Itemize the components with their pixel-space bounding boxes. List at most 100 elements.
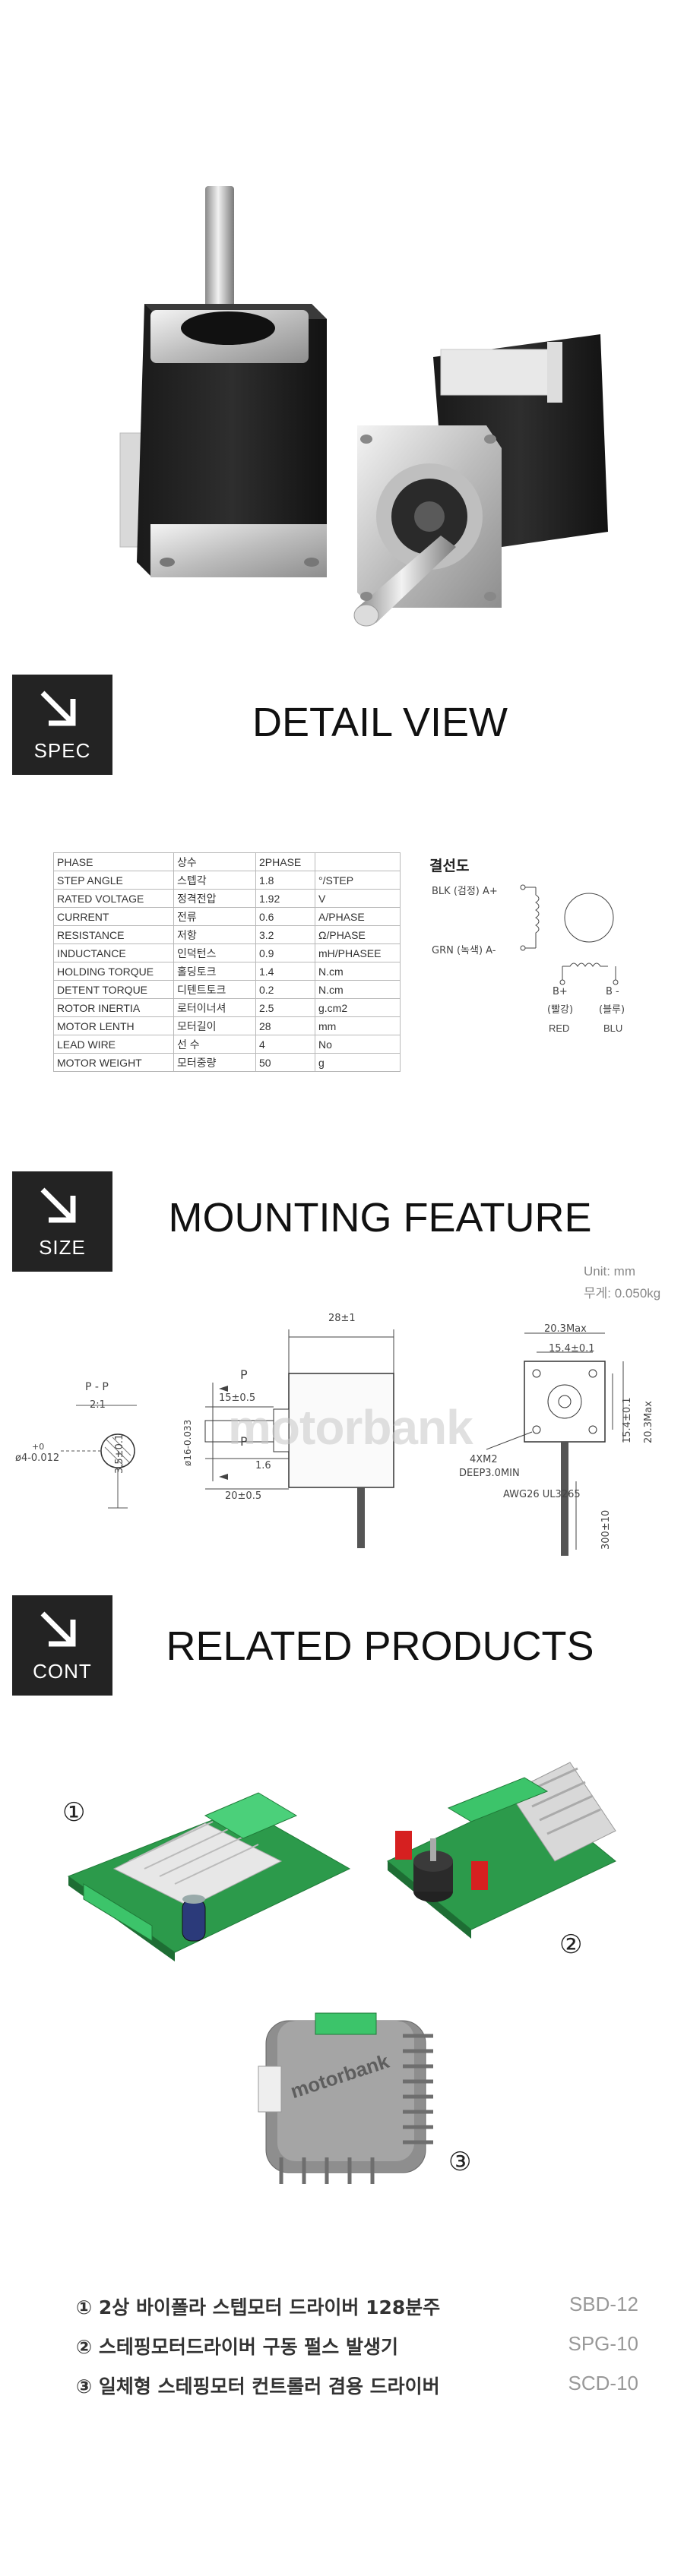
product-image-scd-10 — [258, 2012, 433, 2184]
wiring-blk-label: BLK (검정) A+ — [432, 886, 498, 897]
product-list-item[interactable]: ② 스테핑모터드라이버 구동 펄스 발생기 SPG-10 — [76, 2332, 638, 2359]
spec-cell: 1.92 — [255, 889, 315, 908]
spec-cell: 전류 — [173, 907, 256, 926]
spec-cell: CURRENT — [53, 907, 174, 926]
dim-300: 300±10 — [600, 1509, 612, 1550]
spec-cell: DETENT TORQUE — [53, 980, 174, 999]
spec-cell: ROTOR INERTIA — [53, 998, 174, 1017]
spec-cell: N.cm — [315, 980, 401, 999]
product-label-1: ① — [62, 1797, 86, 1828]
size-badge: SIZE — [12, 1171, 112, 1272]
spec-cell: 디텐트토크 — [173, 980, 256, 999]
wiring-grn-label: GRN (녹색) A- — [432, 945, 496, 956]
product-name: ① 2상 바이폴라 스텝모터 드라이버 128분주 — [76, 2296, 441, 2318]
weight-label: 무게: 0.050kg — [584, 1286, 661, 1301]
spec-cell: 상수 — [173, 852, 256, 871]
cont-badge: CONT — [12, 1595, 112, 1696]
deep-label: DEEP3.0MIN — [459, 1468, 520, 1479]
spec-cell: g.cm2 — [315, 998, 401, 1017]
spec-cell: 28 — [255, 1016, 315, 1035]
spec-cell: 50 — [255, 1053, 315, 1072]
spec-cell: 스텝각 — [173, 871, 256, 890]
spec-cell: RATED VOLTAGE — [53, 889, 174, 908]
spec-cell: mm — [315, 1016, 401, 1035]
shaft-diameter: ø4-0.012 — [15, 1452, 60, 1464]
wiring-title: 결선도 — [429, 858, 470, 874]
dim-15: 15±0.5 — [219, 1392, 256, 1404]
spec-cell: Ω/PHASE — [315, 925, 401, 944]
spec-cell: RESISTANCE — [53, 925, 174, 944]
spec-cell: 4 — [255, 1035, 315, 1054]
spec-cell: A/PHASE — [315, 907, 401, 926]
wiring-b-plus-kr: (빨강) — [547, 1004, 574, 1016]
spec-cell: 2.5 — [255, 998, 315, 1017]
spec-cell: 0.9 — [255, 943, 315, 962]
spec-cell — [315, 852, 401, 871]
spec-cell: STEP ANGLE — [53, 871, 174, 890]
cont-badge-label: CONT — [33, 1660, 92, 1683]
product-code: SPG-10 — [568, 2332, 639, 2355]
spec-cell: mH/PHASEE — [315, 943, 401, 962]
product-name: ③ 일체형 스테핑모터 컨트롤러 겸용 드라이버 — [76, 2375, 440, 2397]
dim-p-top: P — [240, 1367, 248, 1382]
dim-16: ø16-0.033 — [182, 1419, 193, 1466]
dim-28: 28±1 — [328, 1313, 356, 1324]
spec-cell: 선 수 — [173, 1035, 256, 1054]
spec-cell: 3.2 — [255, 925, 315, 944]
product-label-2: ② — [559, 1930, 583, 1960]
spec-cell: No — [315, 1035, 401, 1054]
product-list-item[interactable]: ③ 일체형 스테핑모터 컨트롤러 겸용 드라이버 SCD-10 — [76, 2372, 638, 2399]
dim-p-bottom: P — [240, 1434, 248, 1449]
pp-scale: 2:1 — [90, 1399, 106, 1411]
motor-photo — [119, 186, 608, 627]
wiring-b-minus-kr: (블루) — [599, 1004, 625, 1016]
spec-cell: LEAD WIRE — [53, 1035, 174, 1054]
spec-cell: 정격전압 — [173, 889, 256, 908]
spec-cell: N.cm — [315, 962, 401, 981]
arrow-down-right-icon — [40, 691, 76, 726]
wire-label: AWG26 UL3265 — [503, 1489, 581, 1500]
spec-cell: V — [315, 889, 401, 908]
arrow-down-right-icon — [40, 1611, 76, 1647]
watermark: motorbank — [228, 1400, 473, 1455]
product-code: SCD-10 — [568, 2372, 638, 2394]
wiring-red: RED — [549, 1022, 570, 1034]
dim-3-5: 3.5±0.1 — [114, 1433, 125, 1474]
spec-cell: MOTOR WEIGHT — [53, 1053, 174, 1072]
mounting-feature-title: MOUNTING FEATURE — [168, 1195, 592, 1241]
product-list-item[interactable]: ① 2상 바이폴라 스텝모터 드라이버 128분주 SBD-12 — [76, 2293, 638, 2320]
pp-label: P - P — [85, 1381, 109, 1393]
spec-cell: 모터길이 — [173, 1016, 256, 1035]
unit-label: Unit: mm — [584, 1264, 635, 1279]
spec-cell: PHASE — [53, 852, 174, 871]
spec-cell: °/STEP — [315, 871, 401, 890]
wiring-diagram — [520, 884, 619, 985]
product-image-spg-10 — [387, 1762, 616, 1939]
product-name: ② 스테핑모터드라이버 구동 펄스 발생기 — [76, 2336, 398, 2358]
dim-20-3-top: 20.3Max — [544, 1323, 587, 1335]
spec-cell: 1.8 — [255, 871, 315, 890]
detail-view-title: DETAIL VIEW — [252, 700, 508, 745]
product-code: SBD-12 — [568, 2293, 638, 2315]
dim-15-4-side: 15.4±0.1 — [622, 1397, 633, 1443]
spec-cell: 로터이너셔 — [173, 998, 256, 1017]
shaft-tol: +0 — [32, 1442, 45, 1452]
spec-cell: 0.2 — [255, 980, 315, 999]
spec-badge-label: SPEC — [33, 739, 91, 762]
wiring-b-minus: B - — [606, 986, 619, 997]
spec-cell: 1.4 — [255, 962, 315, 981]
side-view-drawing — [204, 1329, 394, 1548]
spec-cell: INDUCTANCE — [53, 943, 174, 962]
spec-cell: 저항 — [173, 925, 256, 944]
arrow-down-right-icon — [40, 1187, 76, 1223]
wiring-blu: BLU — [603, 1022, 623, 1034]
